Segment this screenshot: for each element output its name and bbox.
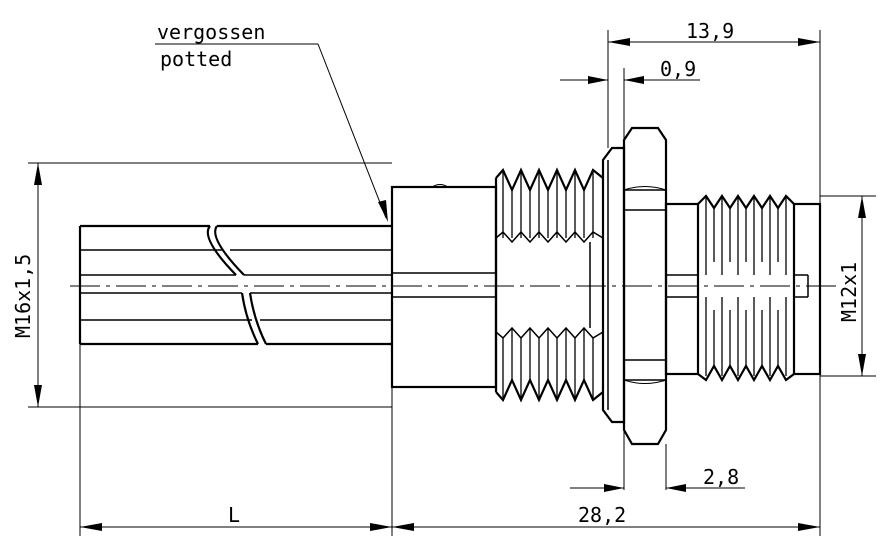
m16-thread-body xyxy=(494,167,604,403)
hex-nut xyxy=(622,126,668,446)
cable xyxy=(78,224,392,346)
m12-thread xyxy=(664,194,822,383)
potted-leader xyxy=(155,43,388,222)
dim-2-8: 2,8 xyxy=(703,465,739,489)
flange-washer xyxy=(601,146,626,424)
dim-13-9: 13,9 xyxy=(686,19,734,43)
dim-m12x1: M12x1 xyxy=(837,262,861,322)
label-potted: potted xyxy=(160,47,232,71)
dim-m16x1-5: M16x1,5 xyxy=(11,254,35,338)
dim-28-2: 28,2 xyxy=(578,503,626,527)
dimension-lines xyxy=(34,38,866,531)
label-vergossen: vergossen xyxy=(157,20,265,44)
dim-0-9: 0,9 xyxy=(660,57,696,81)
dim-L: L xyxy=(228,503,240,527)
extension-lines xyxy=(28,30,876,536)
